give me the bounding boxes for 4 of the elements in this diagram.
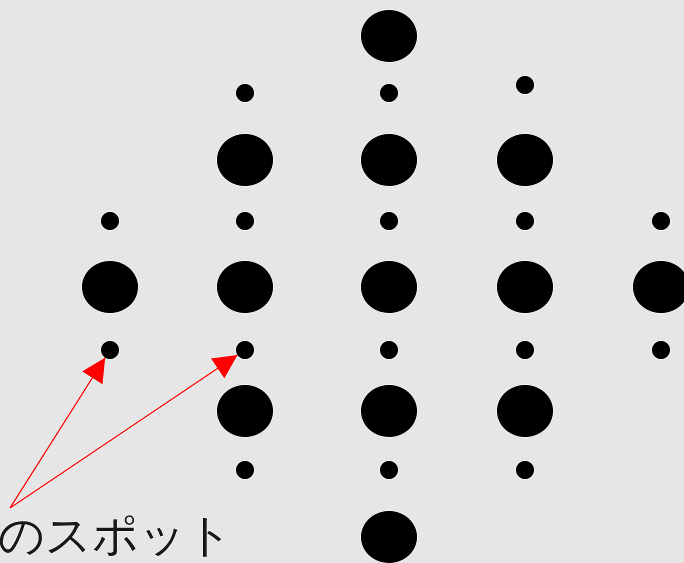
- arrow: [10, 354, 238, 508]
- spot-dot: [101, 341, 119, 359]
- arrow: [10, 357, 106, 508]
- spot-dot: [236, 341, 254, 359]
